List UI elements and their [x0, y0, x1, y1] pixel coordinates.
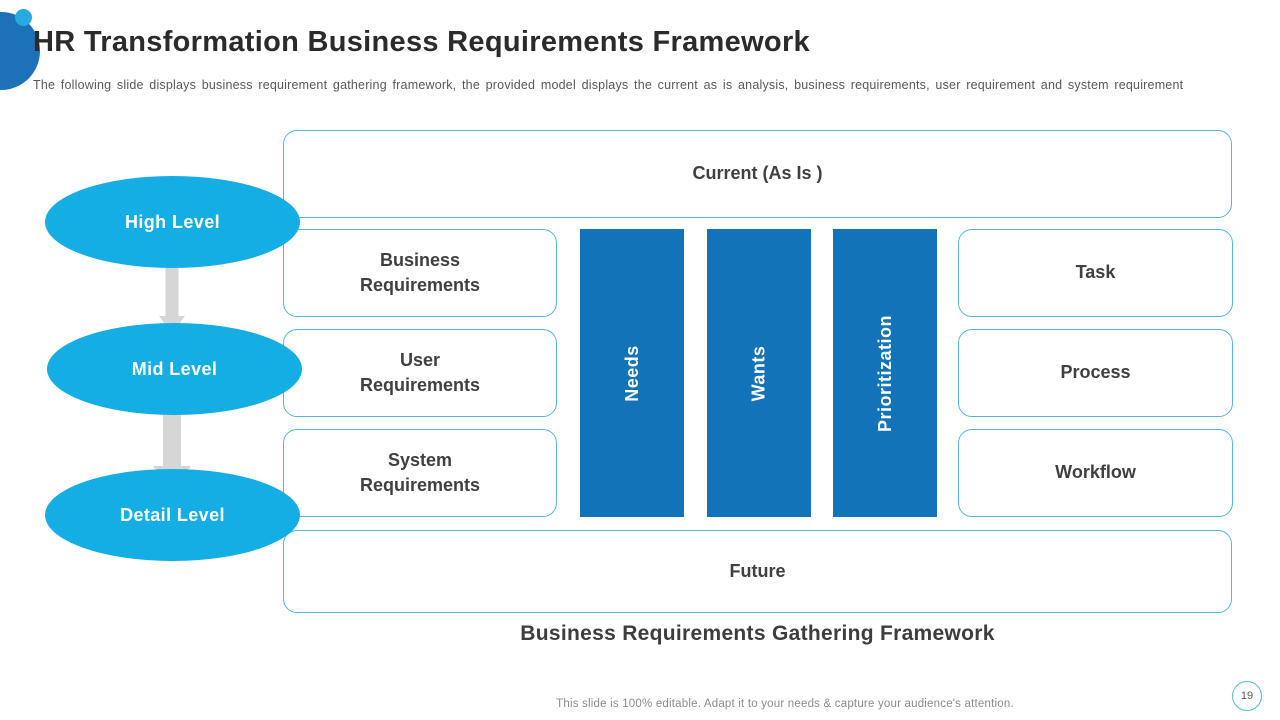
- task-box: Task: [958, 229, 1233, 317]
- needs-pillar: Needs: [580, 229, 684, 517]
- high-level-ellipse: High Level: [45, 176, 300, 268]
- arrow-high-to-mid-icon: [159, 266, 185, 334]
- prioritization-pillar: Prioritization: [833, 229, 937, 517]
- future-box: Future: [283, 530, 1232, 613]
- wants-pillar: Wants: [707, 229, 811, 517]
- needs-pillar-label: Needs: [621, 344, 642, 402]
- user-requirements-box: User Requirements: [283, 329, 557, 417]
- business-requirements-box: Business Requirements: [283, 229, 557, 317]
- page-number-badge: 19: [1232, 681, 1262, 711]
- prioritization-pillar-label: Prioritization: [874, 314, 895, 432]
- page-number: 19: [1240, 690, 1254, 702]
- detail-level-ellipse: Detail Level: [45, 469, 300, 561]
- wants-pillar-label: Wants: [748, 345, 769, 401]
- header-accent-dot: [15, 9, 32, 26]
- mid-level-ellipse: Mid Level: [47, 323, 302, 415]
- diagram-caption: Business Requirements Gathering Framewor…: [520, 622, 995, 645]
- footer-note: This slide is 100% editable. Adapt it to…: [556, 698, 1014, 710]
- slide-title: HR Transformation Business Requirements …: [33, 26, 810, 58]
- workflow-box: Workflow: [958, 429, 1233, 517]
- process-box: Process: [958, 329, 1233, 417]
- current-as-is-box: Current (As Is ): [283, 130, 1232, 218]
- system-requirements-box: System Requirements: [283, 429, 557, 517]
- slide-subtitle: The following slide displays business re…: [33, 78, 1184, 92]
